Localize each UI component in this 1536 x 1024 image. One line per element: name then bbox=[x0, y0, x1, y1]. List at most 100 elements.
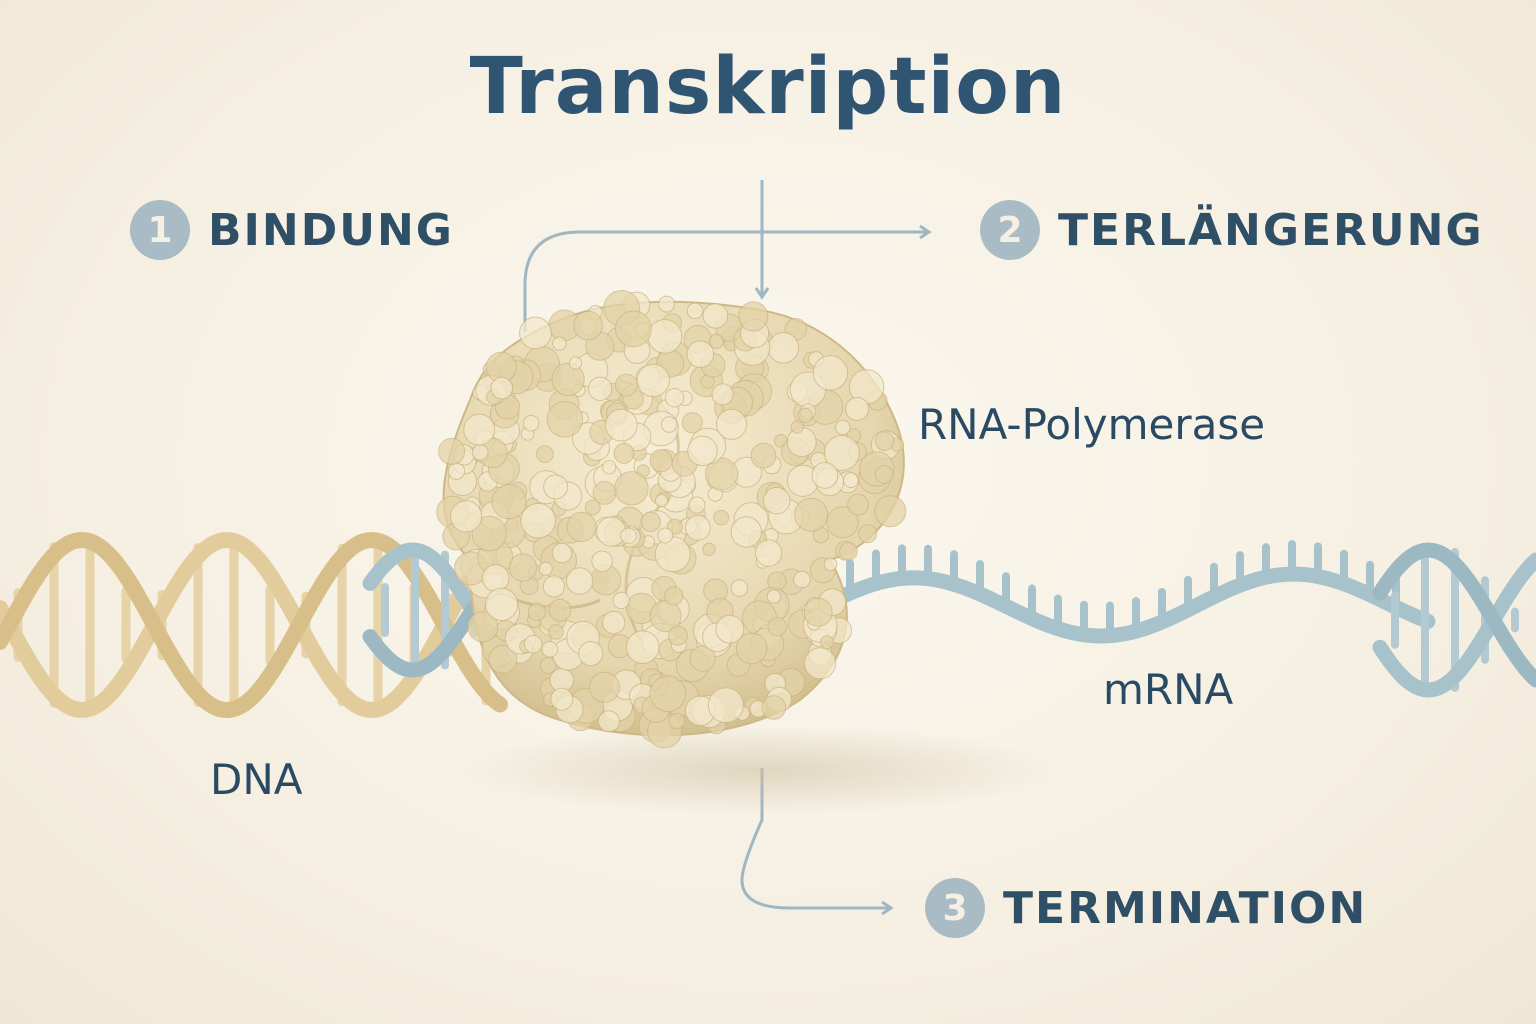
polymerase-bump bbox=[845, 396, 870, 421]
polymerase-bump bbox=[793, 570, 811, 589]
polymerase-bump bbox=[711, 383, 734, 406]
polymerase-bump bbox=[874, 465, 894, 484]
polymerase-bump bbox=[681, 412, 703, 434]
polymerase-bump bbox=[649, 449, 673, 473]
polymerase-bump bbox=[467, 611, 499, 643]
polymerase-bump bbox=[625, 630, 660, 665]
polymerase-bump bbox=[602, 610, 626, 635]
polymerase-texture bbox=[436, 290, 907, 749]
polymerase-bump bbox=[589, 671, 620, 703]
polymerase-bump bbox=[527, 602, 546, 621]
polymerase-bump bbox=[450, 500, 483, 533]
polymerase-bump bbox=[636, 363, 670, 398]
polymerase-bump bbox=[790, 420, 805, 434]
polymerase-bump bbox=[794, 497, 829, 532]
polymerase-bump bbox=[541, 640, 559, 658]
polymerase-bump bbox=[552, 336, 567, 351]
step-number-badge: 3 bbox=[925, 878, 985, 938]
polymerase-bump bbox=[657, 527, 674, 544]
polymerase-bump bbox=[823, 557, 838, 572]
polymerase-bump bbox=[519, 316, 552, 350]
step-number-badge: 1 bbox=[130, 200, 190, 260]
polymerase-bump bbox=[686, 302, 704, 320]
rna-strand-right-a bbox=[1372, 552, 1536, 698]
polymerase-bump bbox=[767, 332, 800, 364]
polymerase-bump bbox=[843, 472, 859, 489]
polymerase-bump bbox=[438, 437, 466, 465]
polymerase-bump bbox=[538, 561, 553, 576]
polymerase-bump bbox=[839, 542, 858, 561]
page-title: Transkription bbox=[469, 42, 1067, 132]
polymerase-bump bbox=[573, 310, 603, 341]
polymerase-bump bbox=[602, 460, 617, 475]
step-label: TERLÄNGERUNG bbox=[1058, 204, 1484, 256]
polymerase-bump bbox=[548, 598, 572, 622]
polymerase-bump bbox=[715, 408, 748, 440]
polymerase-bump bbox=[491, 484, 527, 520]
polymerase-bump bbox=[654, 494, 669, 508]
polymerase-bump bbox=[664, 586, 684, 606]
polymerase-bump bbox=[686, 340, 715, 369]
polymerase-bump bbox=[707, 687, 744, 724]
step-binding: 1 BINDUNG bbox=[130, 200, 454, 260]
step-elongation: 2 TERLÄNGERUNG bbox=[980, 200, 1484, 260]
dna-strand-b bbox=[0, 531, 508, 719]
polymerase-bump bbox=[738, 301, 769, 332]
polymerase-bump bbox=[508, 553, 537, 582]
polymerase-bump bbox=[803, 597, 833, 627]
polymerase-bump bbox=[612, 591, 630, 610]
polymerase-bump bbox=[591, 550, 613, 573]
polymerase-bump bbox=[702, 303, 729, 329]
polymerase-bump bbox=[874, 431, 895, 452]
dna-strand-a bbox=[0, 531, 508, 719]
polymerase-bump bbox=[536, 445, 554, 464]
polymerase-bump bbox=[797, 407, 813, 423]
polymerase-bump bbox=[471, 515, 507, 552]
polymerase-bump bbox=[660, 416, 678, 433]
rna-polymerase-blob bbox=[436, 290, 907, 749]
polymerase-bump bbox=[767, 617, 787, 637]
step-label: TERMINATION bbox=[1003, 882, 1368, 934]
dna-label: DNA bbox=[210, 755, 303, 804]
polymerase-bump bbox=[520, 502, 557, 539]
polymerase-bump bbox=[835, 419, 851, 436]
polymerase-shadow bbox=[460, 725, 1060, 815]
polymerase-bump bbox=[858, 524, 878, 544]
polymerase-bump bbox=[847, 493, 869, 516]
rna-strand-right-b bbox=[1372, 542, 1536, 688]
polymerase-bump bbox=[708, 333, 725, 349]
polymerase-bump bbox=[750, 442, 777, 469]
polymerase-bump bbox=[685, 514, 711, 541]
polymerase-label: RNA-Polymerase bbox=[918, 400, 1266, 449]
polymerase-bump bbox=[824, 435, 860, 471]
polymerase-bump bbox=[874, 495, 907, 528]
polymerase-bump bbox=[702, 542, 716, 556]
polymerase-bump bbox=[471, 444, 489, 461]
polymerase-bump bbox=[647, 319, 683, 354]
polymerase-bump bbox=[551, 542, 573, 564]
polymerase-bump bbox=[668, 712, 686, 730]
polymerase-bump bbox=[620, 527, 637, 545]
polymerase-bump bbox=[664, 388, 685, 408]
polymerase-bump bbox=[463, 413, 496, 446]
polymerase-bump bbox=[614, 373, 638, 397]
polymerase-bump bbox=[584, 499, 601, 516]
polymerase-bump bbox=[649, 675, 687, 713]
polymerase-bump bbox=[485, 587, 519, 622]
polymerase-bump bbox=[687, 435, 718, 467]
polymerase-bump bbox=[587, 376, 613, 401]
polymerase-bump bbox=[640, 511, 661, 532]
polymerase-bump bbox=[565, 567, 594, 595]
polymerase-bump bbox=[542, 575, 566, 598]
polymerase-bump bbox=[613, 443, 635, 464]
mrna-label: mRNA bbox=[1103, 665, 1234, 714]
polymerase-bump bbox=[488, 644, 518, 674]
step-number-badge: 2 bbox=[980, 200, 1040, 260]
polymerase-bump bbox=[615, 310, 652, 348]
polymerase-bump bbox=[658, 295, 676, 313]
polymerase-bump bbox=[546, 401, 584, 438]
arrow-to-termination bbox=[740, 768, 890, 908]
polymerase-bump bbox=[597, 710, 620, 733]
step-label: BINDUNG bbox=[208, 204, 454, 256]
polymerase-bump bbox=[604, 408, 638, 442]
